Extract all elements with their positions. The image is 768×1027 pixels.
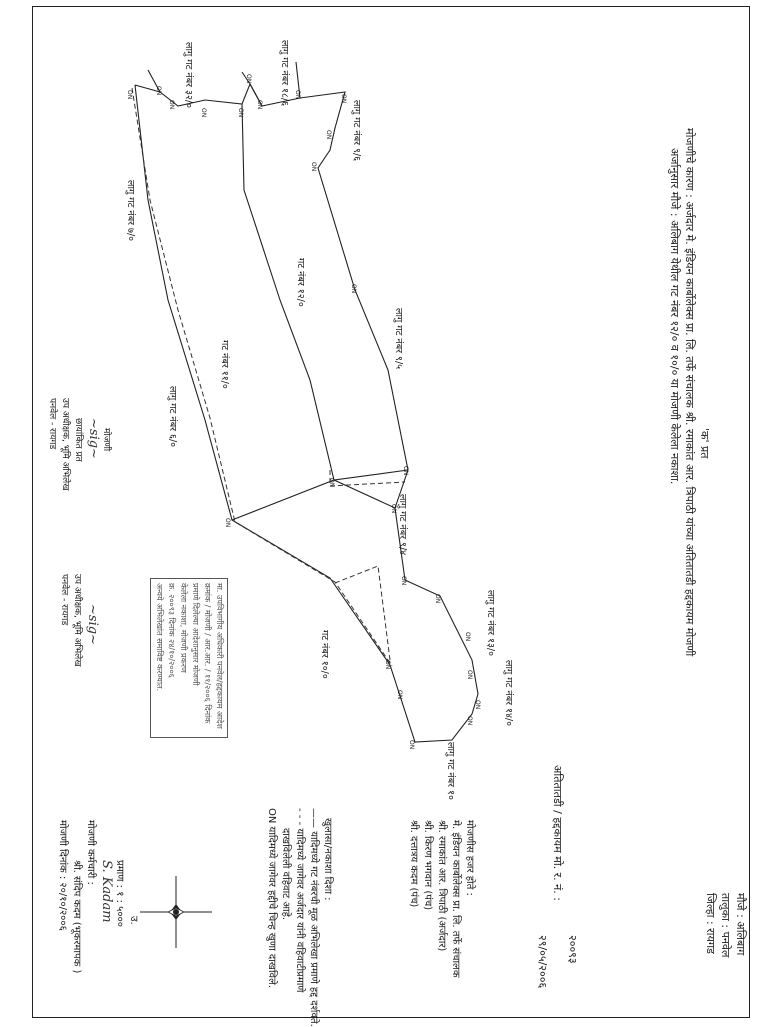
north-arrow bbox=[140, 876, 212, 948]
case-date: २९/०५/२००६ bbox=[536, 935, 549, 989]
on-marker: ON bbox=[396, 690, 403, 699]
adjacent-gat-9-4: लागु गट नंबर ९/४ bbox=[397, 494, 408, 555]
on-marker: ON bbox=[434, 594, 441, 603]
on-marker: ON bbox=[350, 284, 357, 293]
on-marker: ON bbox=[237, 108, 244, 117]
adjacent-gat-9-5: लागु गट नंबर ९/५ bbox=[393, 308, 404, 369]
surveyor-role: मोजणी कर्मचारी : bbox=[85, 820, 96, 885]
inner-boundary-12-10 bbox=[241, 103, 409, 481]
adjacent-gat-13: लागु गट नंबर १३/० bbox=[485, 590, 496, 656]
adjacent-gat-14: लागु गट नंबर १४/० bbox=[503, 660, 514, 726]
gat-label-10: गट नंबर १०/० bbox=[319, 630, 330, 679]
on-marker: ON bbox=[466, 716, 473, 725]
on-marker: ON bbox=[328, 478, 335, 487]
surveyor-name: श्री. संदिप कदम (भूकरमापक ) bbox=[71, 860, 82, 974]
on-marker: ON bbox=[294, 90, 301, 99]
legend-title: खुलासा/नकाशा दिशा : bbox=[322, 818, 333, 901]
on-marker: ON bbox=[390, 504, 397, 513]
on-marker: ON bbox=[340, 94, 347, 103]
on-marker: ON bbox=[474, 700, 481, 709]
order-note-box: मा. उपविभागीय अधिकारी पनवेल/हद्दकायम आदे… bbox=[150, 578, 228, 738]
officer-left-office: पनवेल - रायगड bbox=[47, 398, 57, 450]
adjacent-gat-6: लागु गट नंबर ६/० bbox=[167, 386, 178, 447]
on-marker: ON bbox=[245, 74, 252, 83]
adjacent-gat-32: लागु गट नंबर ३२/० bbox=[183, 42, 194, 108]
subject-block: 'क' प्रत मोजणीचे कारण : अर्जदार मे. इंडि… bbox=[667, 128, 712, 656]
officer-right: ~sig~ उप अधीक्षक, भूमि अभिलेख पनवेल - रा… bbox=[59, 574, 100, 667]
location-header: मौजे : अलिबाग तालुका : पनवेल जिल्हा : रा… bbox=[703, 893, 748, 958]
inner-boundary-top bbox=[241, 71, 263, 107]
legend: खुलासा/नकाशा दिशा : —— यादिमध्ये गट नंबर… bbox=[266, 808, 336, 1027]
on-marker: ON bbox=[310, 162, 317, 171]
gat-label-11: गट नंबर ११/० bbox=[219, 340, 230, 389]
on-marker: ON bbox=[224, 518, 231, 527]
party-3: श्री. किरण भगवान (पंच) bbox=[422, 820, 433, 911]
gat-labels: गट नंबर १२/० गट नंबर ११/० गट नंबर १०/० ल… bbox=[125, 40, 514, 800]
inner-boundary-left bbox=[147, 69, 161, 93]
legend-item: ON यादिमध्ये जागेवर हद्दीचे चिन्ह खुणा द… bbox=[266, 808, 277, 989]
north-label: उ. bbox=[128, 916, 139, 925]
adjacent-gat-9-6: लागु गट नंबर ९/६ bbox=[351, 100, 362, 161]
adjacent-gat-16: लागु गट नंबर १० bbox=[445, 742, 456, 800]
seal-line: मोजणी bbox=[101, 428, 111, 452]
party-4: श्री. दत्तात्रय कदम (पंच) bbox=[408, 820, 419, 908]
officer-left-signature: ~sig~ bbox=[86, 418, 101, 459]
officer-left: मोजणी ~sig~ छायांकित प्रत उप अधीक्षक, भू… bbox=[47, 398, 114, 491]
on-marker: ON bbox=[200, 108, 207, 117]
on-marker: ON bbox=[325, 130, 332, 139]
adjacent-gat-18: लागु गट नंबर १८/६ bbox=[279, 40, 290, 106]
on-marker: ON bbox=[126, 90, 133, 99]
surveyor-signature: S. Kadam bbox=[99, 860, 114, 923]
party-1: मे. इंडियन कार्बोलेक्स प्रा. लि. तर्फे स… bbox=[450, 820, 461, 978]
order-note: मा. उपविभागीय अधिकारी पनवेल/हद्दकायम आदे… bbox=[150, 578, 228, 738]
parties-title: मोजणीस हजर होते : bbox=[464, 820, 475, 896]
inner-boundary-11 bbox=[231, 479, 396, 521]
subject-line-1: मोजणीचे कारण : अर्जदार मे. इंडियन कार्बो… bbox=[683, 128, 696, 657]
gat-label-12: गट नंबर १२/० bbox=[295, 258, 306, 307]
inner-boundary-top2 bbox=[295, 61, 301, 99]
district-line: जिल्हा : रायगड bbox=[704, 893, 717, 954]
on-markers: ON ON ON ON ON ON ON ON ON ON ON ON ON O… bbox=[126, 74, 481, 749]
taluka-line: तालुका : पनवेल bbox=[719, 893, 732, 958]
legend-item: - - - यादिमध्ये जागेवर अर्जदार यांनी वहि… bbox=[294, 808, 305, 993]
legend-item: दाखविलेली वहिवाट आहे. bbox=[280, 828, 291, 921]
case-block: २००९३ अतितातडी / हद्दकायम मो. र. नं. : २… bbox=[535, 765, 580, 988]
village-line: मौजे : अलिबाग bbox=[734, 893, 747, 956]
legend-item: —— यादिमध्ये गट नंबरची मूळ अभिलेखा प्रमा… bbox=[308, 808, 319, 1027]
scale-label: प्रमाण : १ : ५००० bbox=[114, 860, 125, 927]
adjacent-gat-7: लागु गट नंबर ७/० bbox=[125, 180, 136, 241]
case-type: अतितातडी / हद्दकायम मो. र. नं. : bbox=[551, 765, 564, 901]
plan-label: 'क' प्रत bbox=[698, 428, 711, 459]
parcel-boundaries bbox=[134, 61, 479, 743]
on-marker: ON bbox=[168, 100, 175, 109]
parties-present: मोजणीस हजर होते : मे. इंडियन कार्बोलेक्स… bbox=[408, 820, 478, 978]
officer-right-role: उप अधीक्षक, भूमि अभिलेख bbox=[72, 574, 82, 667]
on-marker: ON bbox=[466, 670, 473, 679]
seal-line: छायांकित प्रत bbox=[73, 418, 83, 462]
party-2: श्री. रमाकांत आर. त्रिपाठी (अर्जदार) bbox=[436, 820, 447, 952]
on-marker: ON bbox=[400, 576, 407, 585]
officer-left-role: उप अधीक्षक, भूमि अभिलेख bbox=[60, 398, 70, 491]
on-marker: ON bbox=[402, 466, 409, 475]
on-marker: ON bbox=[256, 100, 263, 109]
sheet-border bbox=[32, 6, 750, 1018]
officer-right-office: पनवेल - रायगड bbox=[59, 574, 69, 626]
on-marker: ON bbox=[384, 660, 391, 669]
occupation-boundary bbox=[131, 87, 406, 667]
case-number: २००९३ bbox=[566, 935, 579, 964]
scale-block: उ. प्रमाण : १ : ५००० S. Kadam मोजणी कर्म… bbox=[57, 820, 142, 973]
on-marker: ON bbox=[155, 86, 162, 95]
subject-line-2: अर्जानुसार मौजे : अलिबाग येथील गट नंबर १… bbox=[668, 148, 681, 485]
on-marker: ON bbox=[464, 632, 471, 641]
on-marker: ON bbox=[408, 740, 415, 749]
survey-date: मोजणी दिनांक : २०/१०/२००६ bbox=[57, 820, 68, 931]
officer-right-signature: ~sig~ bbox=[85, 604, 100, 645]
